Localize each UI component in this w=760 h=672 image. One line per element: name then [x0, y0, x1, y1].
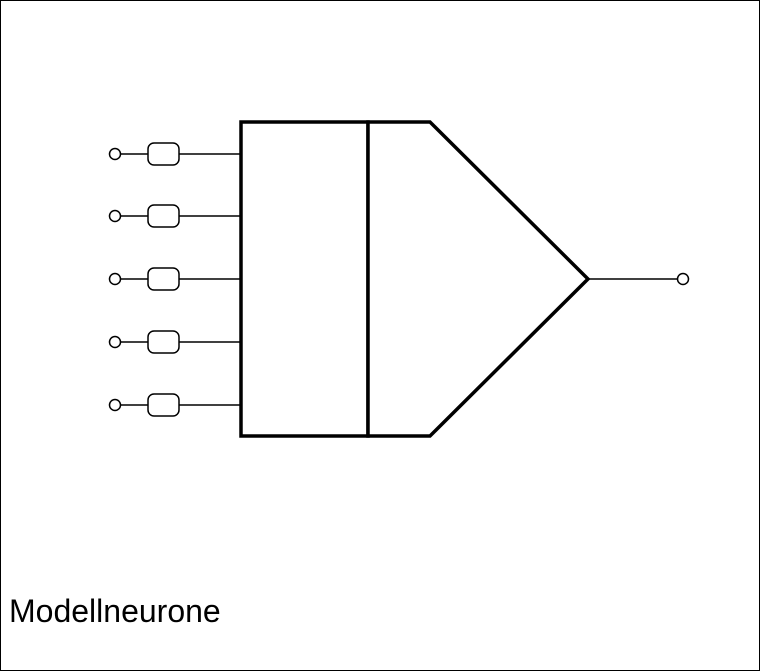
input-terminal [108, 209, 122, 223]
input-1 [108, 142, 241, 166]
output-terminal [676, 272, 690, 286]
input-terminal [108, 147, 122, 161]
output [588, 272, 690, 286]
synapse-weight [147, 204, 180, 228]
input-4 [108, 330, 241, 354]
synapse-weight [147, 142, 180, 166]
synapse-weight [147, 330, 180, 354]
synapse-weight [147, 393, 180, 417]
input-terminal [108, 335, 122, 349]
input-5 [108, 393, 241, 417]
input-3 [108, 267, 241, 291]
input-terminal [108, 272, 122, 286]
summation-block [239, 120, 370, 438]
synapse-weight [147, 267, 180, 291]
caption: Modellneurone [9, 593, 221, 629]
input-terminal [108, 398, 122, 412]
input-2 [108, 204, 241, 228]
activation-block [366, 120, 591, 438]
